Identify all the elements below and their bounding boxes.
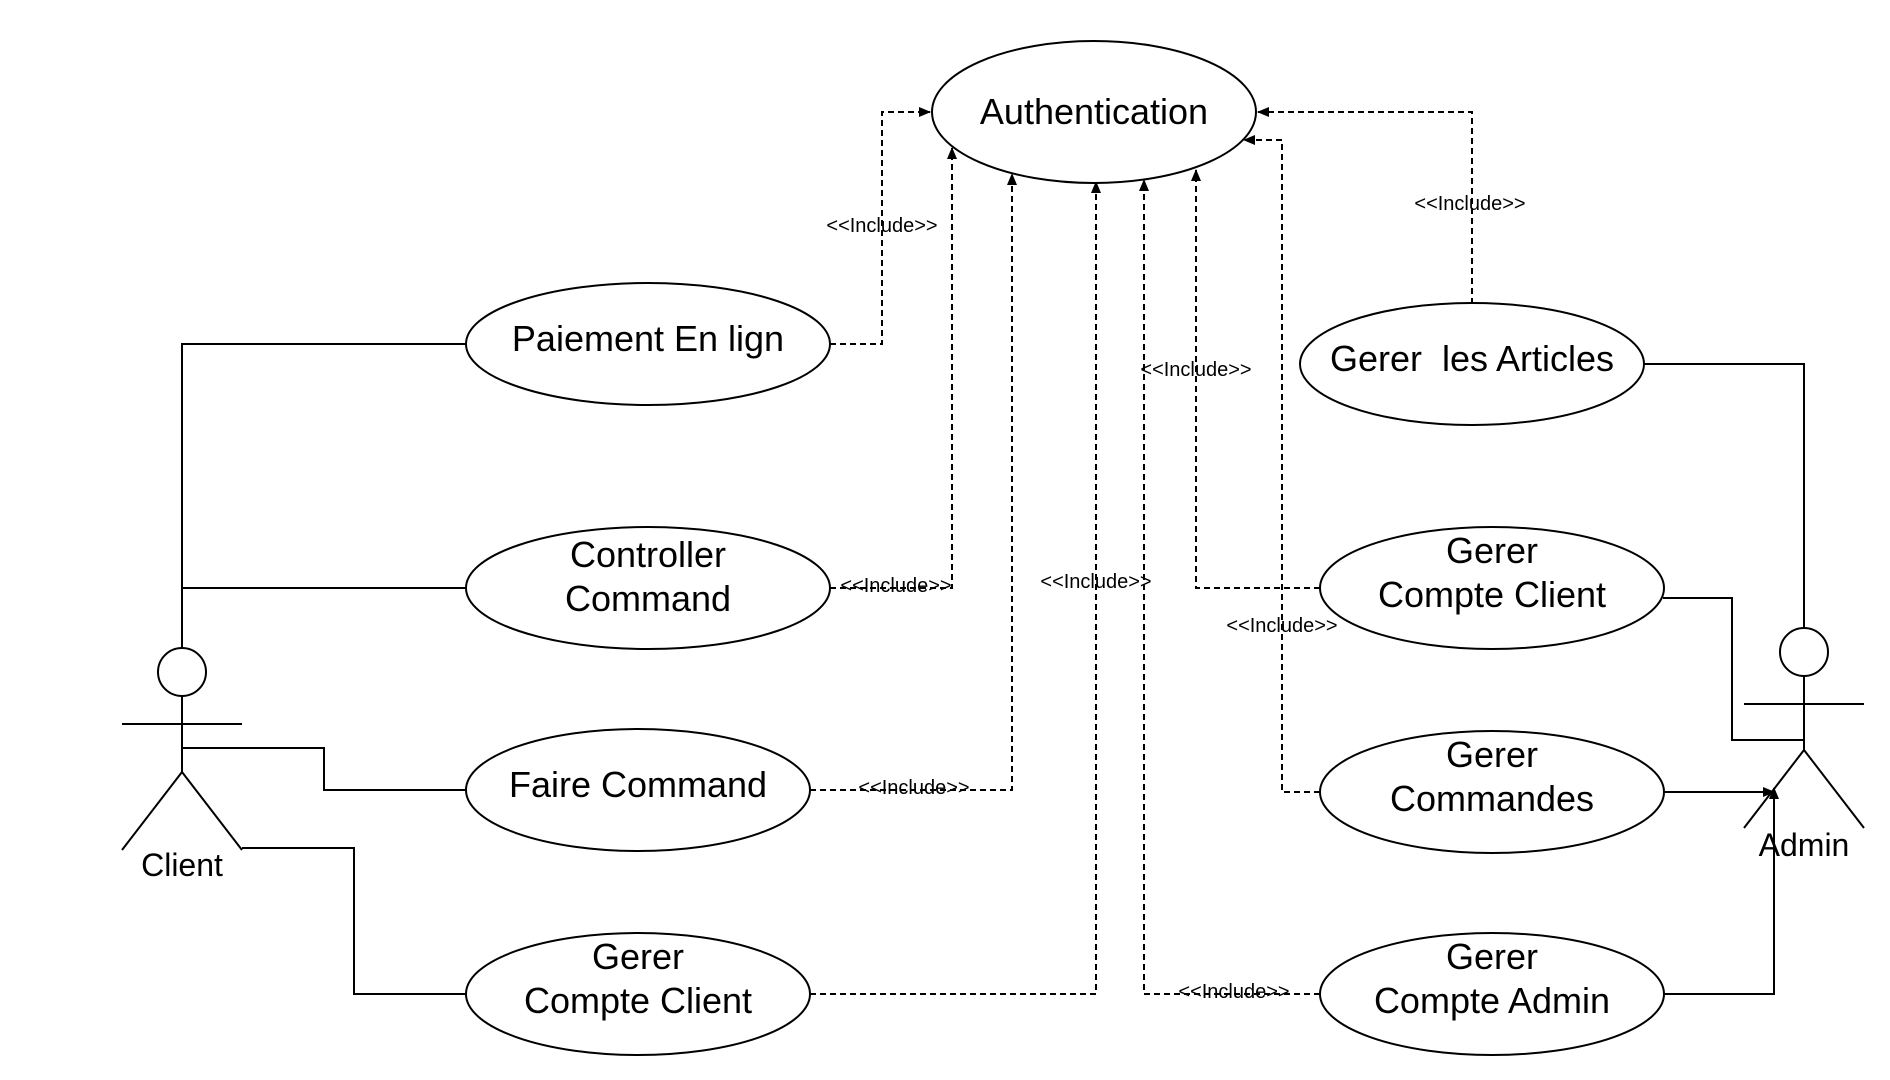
usecase-faire[interactable]: Faire Command [465,728,811,852]
include-label: <<Include>> [1226,615,1337,637]
usecase-controller-label-1: Controller [570,534,726,575]
include-label: <<Include>> [1414,193,1525,215]
include-label: <<Include>> [840,575,951,597]
usecase-controller-ellipse [465,526,831,650]
usecase-gerer-compte-admin-label-2: Compte Admin [1374,980,1610,1021]
actor-client[interactable]: Client [121,647,243,883]
usecase-gerer-commandes[interactable]: Gerer Commandes [1319,730,1665,854]
usecase-gerer-articles[interactable]: Gerer les Articles [1299,302,1645,426]
assoc-admin-compte-client [1663,597,1804,741]
usecase-gerer-commandes-ellipse [1319,730,1665,854]
usecase-controller-label-2: Command [565,578,731,619]
include-label: <<Include>> [1040,571,1151,593]
usecase-paiement-label: Paiement En lign [512,318,784,359]
usecase-gerer-compte-client-left-label-1: Gerer [592,936,684,977]
usecase-gerer-compte-admin-label-1: Gerer [1446,936,1538,977]
client-head [157,647,207,697]
include-gerer-compte-client-left-auth [810,181,1101,995]
usecase-authentication-ellipse [931,40,1257,184]
usecase-gerer-compte-client-right-label-2: Compte Client [1378,574,1606,615]
assoc-client-gerer-compte-client [242,847,466,995]
admin-label: Admin [1759,827,1850,863]
usecase-gerer-compte-client-left[interactable]: Gerer Compte Client [465,932,811,1056]
include-label: <<Include>> [826,215,937,237]
usecase-gerer-commandes-label-1: Gerer [1446,734,1538,775]
admin-head [1779,627,1829,677]
usecase-gerer-compte-admin[interactable]: Gerer Compte Admin [1319,932,1665,1056]
usecase-gerer-compte-admin-ellipse [1319,932,1665,1056]
include-paiement-auth [830,107,931,345]
usecase-gerer-compte-client-right-label-1: Gerer [1446,530,1538,571]
usecase-gerer-compte-client-left-ellipse [465,932,811,1056]
include-label: <<Include>> [1140,359,1251,381]
assoc-admin-compte-admin [1663,787,1779,995]
include-gerer-articles-auth [1257,107,1473,304]
usecase-paiement[interactable]: Paiement En lign [465,282,831,406]
include-controller-auth [830,147,957,589]
usecase-gerer-compte-client-left-label-2: Compte Client [524,980,752,1021]
usecase-gerer-compte-client-right-ellipse [1319,526,1665,650]
assoc-client-faire [182,747,466,791]
usecase-gerer-articles-label: Gerer les Articles [1330,338,1614,379]
assoc-admin-articles [1642,363,1805,628]
include-gerer-commandes-auth [1243,135,1320,793]
client-right-leg [181,771,243,851]
include-gerer-compte-client-right-auth [1191,169,1320,589]
include-label: <<Include>> [1178,981,1289,1003]
usecase-paiement-ellipse [465,282,831,406]
usecase-gerer-compte-client-right[interactable]: Gerer Compte Client [1319,526,1665,650]
usecase-authentication[interactable]: Authentication [931,40,1257,184]
usecase-controller[interactable]: Controller Command [465,526,831,650]
usecase-faire-label: Faire Command [509,764,767,805]
client-label: Client [141,847,223,883]
include-faire-auth [810,173,1017,791]
admin-right-leg [1803,749,1865,829]
include-label: <<Include>> [858,777,969,799]
client-left-leg [121,771,183,851]
assoc-client-paiement [181,343,466,648]
include-gerer-compte-admin-auth [1139,179,1320,995]
usecase-gerer-commandes-label-2: Commandes [1390,778,1594,819]
usecase-authentication-label: Authentication [980,91,1208,132]
actor-admin[interactable]: Admin [1743,627,1865,863]
usecase-gerer-articles-ellipse [1299,302,1645,426]
usecase-faire-ellipse [465,728,811,852]
